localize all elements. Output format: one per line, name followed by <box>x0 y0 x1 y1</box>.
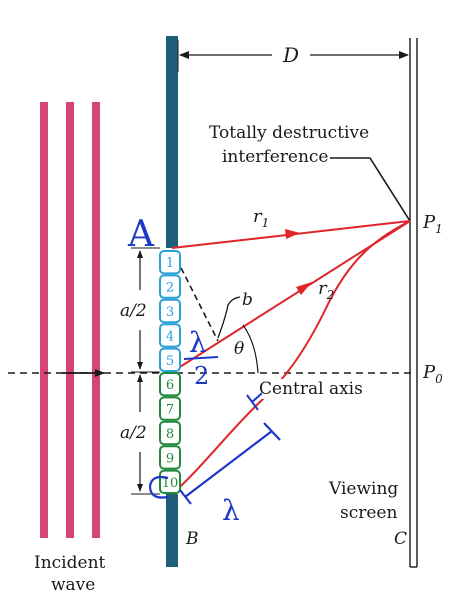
ray-bottom-handdrawn <box>171 220 411 495</box>
slit-box-label: 2 <box>166 281 174 296</box>
slit-box-7 <box>159 396 181 421</box>
b-label: b <box>242 290 253 310</box>
B-label: B <box>185 529 199 549</box>
ray-r1-label: r1 <box>253 206 269 230</box>
handwritten-fraction-denominator: 2 <box>194 362 209 390</box>
barrier-top <box>166 36 178 248</box>
wavefront-1 <box>40 102 48 538</box>
slit-box-10 <box>159 469 181 495</box>
handwritten-lambda-left: λ <box>189 326 207 359</box>
viewing-label-line2: screen <box>340 503 397 523</box>
ray-r2-label: r2 <box>318 278 334 302</box>
slit-box-label: 7 <box>166 403 174 418</box>
barrier-bottom <box>166 494 178 567</box>
b-pointer <box>217 296 241 339</box>
ray-r1-arrowhead <box>285 229 300 239</box>
slit-box-6 <box>159 372 181 397</box>
slit-box-5 <box>159 347 181 373</box>
slit-box-8 <box>159 420 181 446</box>
incident-wave <box>40 102 100 538</box>
half-width-dimensions <box>131 247 160 495</box>
viewing-screen <box>409 38 418 568</box>
wavefront-2 <box>66 102 74 538</box>
C-label: C <box>394 529 407 549</box>
slit-box-3 <box>159 298 181 324</box>
theta-arc <box>242 324 259 374</box>
slit-box-9 <box>159 445 181 470</box>
ray-r2-arrowhead <box>296 282 312 295</box>
slit-box-2 <box>159 274 181 299</box>
slit-box-label: 9 <box>166 451 174 466</box>
barrier <box>166 36 178 567</box>
theta-label: θ <box>234 339 244 359</box>
handwritten-lambda-bracket <box>179 422 281 505</box>
handwritten-lambda-bottom: λ <box>222 494 240 527</box>
handwritten-fraction-bar <box>183 356 219 360</box>
central-axis-label-bg <box>262 379 352 399</box>
destructive-pointer <box>330 157 411 222</box>
central-axis-label: Central axis <box>259 379 363 399</box>
wavefront-3 <box>92 102 100 538</box>
slit-box-label: 5 <box>166 354 174 369</box>
destructive-label-line1: Totally destructive <box>209 123 369 143</box>
slit-box-4 <box>159 323 181 348</box>
slit-box-label: 3 <box>166 305 174 320</box>
incident-label-line2: wave <box>51 575 95 595</box>
a-half-upper-label: a/2 <box>120 301 147 321</box>
slit-box-label: 10 <box>162 476 179 491</box>
handwritten-A: A <box>127 214 155 255</box>
viewing-label-line1: Viewing <box>328 479 398 499</box>
P1-label: P1 <box>422 212 443 236</box>
slit-box-label: 4 <box>166 329 174 344</box>
a-half-lower-label: a/2 <box>120 423 147 443</box>
incident-label-line1: Incident <box>34 553 106 573</box>
P0-label: P0 <box>422 362 443 386</box>
handwritten-C-mark <box>148 475 169 499</box>
destructive-label-line2: interference <box>222 147 328 167</box>
distance-D-label: D <box>282 43 299 67</box>
slit-box-1 <box>159 250 181 275</box>
slit-box-label: 6 <box>166 378 174 393</box>
rays <box>171 220 411 495</box>
slit-box-label: 1 <box>166 256 174 271</box>
slit-boxes: 1 2 3 4 5 6 7 8 9 10 <box>159 250 181 495</box>
slit-box-label: 8 <box>166 427 174 442</box>
perpendicular-dashed <box>171 249 219 342</box>
